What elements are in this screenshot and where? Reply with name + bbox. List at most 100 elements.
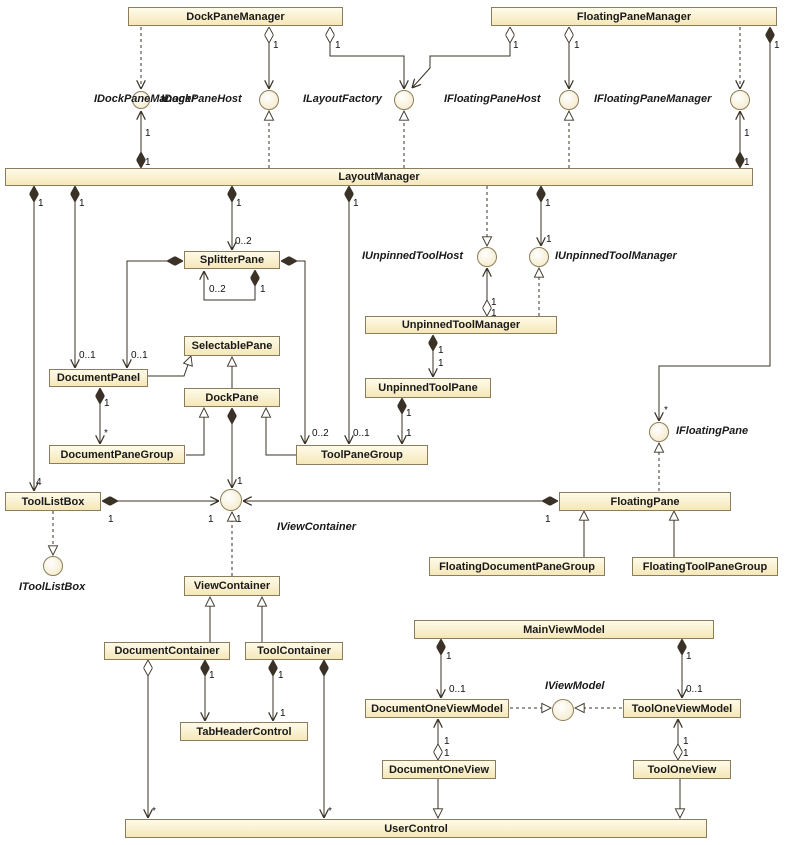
interface-i-view-container-label: IViewContainer [277, 521, 357, 533]
multiplicity-label-46: 1 [444, 736, 450, 747]
interface-i-floating-pane-host-label: IFloatingPaneHost [444, 93, 541, 105]
multiplicity-label-4: 1 [774, 40, 780, 51]
multiplicity-label-49: 1 [683, 748, 689, 759]
class-floating-document-pane-group: FloatingDocumentPaneGroup [429, 557, 605, 576]
multiplicity-label-16: 0..2 [209, 284, 226, 295]
multiplicity-label-13: 1 [545, 198, 551, 209]
multiplicity-label-37: 1 [209, 670, 215, 681]
class-main-view-model: MainViewModel [414, 620, 714, 639]
multiplicity-label-19: 1 [491, 308, 497, 319]
multiplicity-label-8: 1 [744, 157, 750, 168]
multiplicity-label-10: 1 [79, 198, 85, 209]
multiplicity-label-44: 1 [686, 651, 692, 662]
multiplicity-label-43: 0..1 [449, 684, 466, 695]
multiplicity-label-42: 1 [446, 651, 452, 662]
interface-i-tool-list-box-circle [43, 556, 63, 576]
relationship-line-2 [330, 27, 404, 89]
interface-i-dock-pane-manager-circle [132, 91, 150, 109]
interface-i-unpinned-tool-host-circle [477, 247, 497, 267]
interface-i-layout-factory-label: ILayoutFactory [303, 93, 382, 105]
multiplicity-label-0: 1 [273, 40, 279, 51]
class-document-one-view-model: DocumentOneViewModel [365, 699, 509, 718]
relationship-line-18 [204, 270, 255, 301]
multiplicity-label-48: 1 [683, 736, 689, 747]
class-view-container: ViewContainer [184, 576, 280, 596]
class-tool-one-view: ToolOneView [633, 760, 731, 779]
multiplicity-label-25: * [104, 428, 108, 439]
interface-i-dock-pane-host-label: IDockPaneHost [161, 93, 242, 105]
interface-i-floating-pane-host-circle [559, 90, 579, 110]
class-dock-pane-manager: DockPaneManager [128, 7, 343, 26]
interface-i-unpinned-tool-host-label: IUnpinnedToolHost [362, 250, 464, 262]
class-unpinned-tool-pane: UnpinnedToolPane [365, 378, 491, 398]
interface-i-dock-pane-manager-label: IDockPaneManager [94, 93, 196, 105]
interface-i-floating-pane-manager-circle [730, 90, 750, 110]
interface-i-unpinned-tool-manager-circle [529, 247, 549, 267]
multiplicity-label-5: 1 [145, 128, 151, 139]
multiplicity-label-9: 1 [38, 198, 44, 209]
multiplicity-label-41: * [328, 806, 332, 817]
relationship-line-28 [186, 408, 204, 456]
class-tab-header-control: TabHeaderControl [180, 722, 308, 741]
multiplicity-label-28: 0..2 [312, 428, 329, 439]
multiplicity-label-36: 1 [545, 514, 551, 525]
class-floating-tool-pane-group: FloatingToolPaneGroup [632, 557, 778, 576]
multiplicity-label-38: 1 [278, 670, 284, 681]
interface-i-view-model-label: IViewModel [545, 680, 605, 692]
class-document-pane-group: DocumentPaneGroup [49, 445, 185, 464]
interface-i-layout-factory-circle [394, 90, 414, 110]
class-floating-pane-manager: FloatingPaneManager [491, 7, 777, 26]
multiplicity-label-39: 1 [280, 708, 286, 719]
multiplicity-label-26: 1 [406, 408, 412, 419]
class-tool-one-view-model: ToolOneViewModel [623, 699, 741, 718]
multiplicity-label-24: 1 [104, 398, 110, 409]
class-dock-pane: DockPane [184, 388, 280, 407]
multiplicity-label-11: 1 [236, 198, 242, 209]
multiplicity-label-47: 1 [444, 748, 450, 759]
multiplicity-label-35: 1 [236, 514, 242, 525]
interface-i-floating-pane-manager-label: IFloatingPaneManager [594, 93, 712, 105]
class-selectable-pane: SelectablePane [184, 336, 280, 356]
relationship-line-19 [127, 261, 183, 368]
class-tool-container: ToolContainer [245, 642, 343, 660]
class-floating-pane: FloatingPane [559, 492, 731, 511]
multiplicity-label-3: 1 [574, 40, 580, 51]
multiplicity-label-6: 1 [145, 157, 151, 168]
interface-i-floating-pane-label: IFloatingPane [676, 425, 749, 437]
class-unpinned-tool-manager: UnpinnedToolManager [365, 316, 557, 334]
interface-i-unpinned-tool-manager-label: IUnpinnedToolManager [555, 250, 677, 262]
multiplicity-label-7: 1 [744, 128, 750, 139]
interface-i-view-model-circle [552, 699, 574, 721]
multiplicity-label-21: 0..1 [131, 350, 148, 361]
interface-i-view-container-circle [220, 489, 242, 511]
multiplicity-label-31: 4 [36, 477, 42, 488]
multiplicity-label-29: 0..1 [353, 428, 370, 439]
multiplicity-label-2: 1 [513, 40, 519, 51]
class-layout-manager: LayoutManager [5, 168, 753, 186]
multiplicity-label-33: 1 [208, 514, 214, 525]
class-document-container: DocumentContainer [104, 642, 230, 660]
class-splitter-pane: SplitterPane [184, 251, 280, 269]
multiplicity-label-18: 1 [491, 297, 497, 308]
class-tool-pane-group: ToolPaneGroup [296, 445, 428, 465]
multiplicity-label-30: * [664, 405, 668, 416]
interface-i-dock-pane-host-circle [259, 90, 279, 110]
multiplicity-label-23: 1 [438, 358, 444, 369]
multiplicity-label-45: 0..1 [686, 684, 703, 695]
class-user-control: UserControl [125, 819, 707, 838]
multiplicity-label-17: 1 [260, 284, 266, 295]
multiplicity-label-15: 1 [546, 234, 552, 245]
relationship-line-20 [281, 261, 305, 444]
relationship-line-3 [412, 27, 510, 88]
relationship-line-25 [148, 356, 191, 377]
multiplicity-label-22: 1 [438, 345, 444, 356]
multiplicity-label-27: 1 [406, 428, 412, 439]
multiplicity-label-12: 1 [353, 198, 359, 209]
multiplicity-label-40: * [152, 806, 156, 817]
class-tool-list-box: ToolListBox [5, 492, 101, 511]
multiplicity-label-14: 0..2 [235, 236, 252, 247]
class-document-panel: DocumentPanel [49, 369, 148, 387]
class-document-one-view: DocumentOneView [382, 760, 496, 779]
multiplicity-label-1: 1 [335, 40, 341, 51]
